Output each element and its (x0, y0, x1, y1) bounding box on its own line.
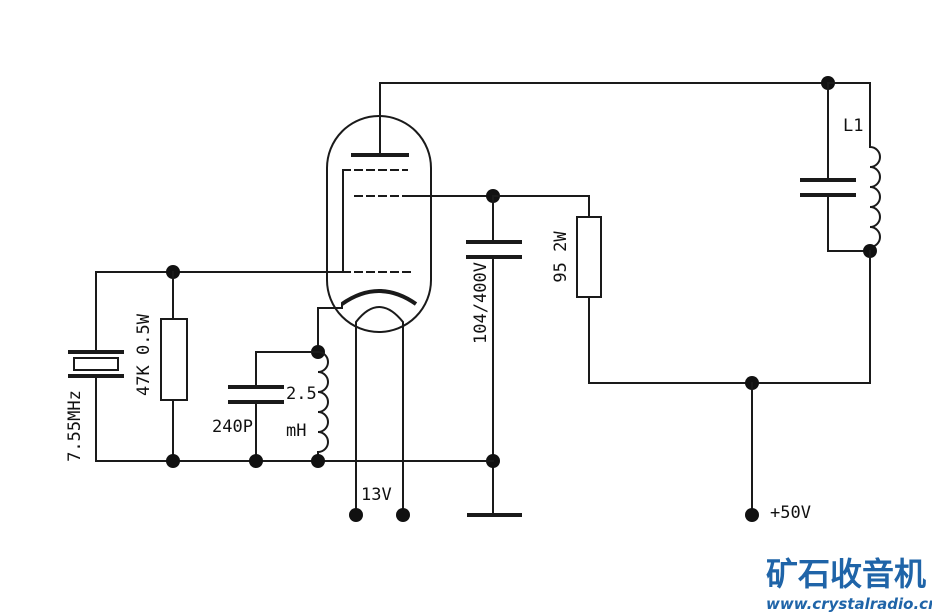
junction-cap-ground (249, 454, 263, 468)
crystal-body (73, 357, 119, 371)
watermark-url: www.crystalradio.cn (766, 595, 932, 613)
label-bypass-cap: 104/400V (471, 262, 491, 344)
label-heater: 13V (361, 485, 392, 505)
tube-cathode (340, 289, 418, 306)
cathode-cap-wire-top (255, 351, 319, 388)
label-choke-unit: mH (286, 421, 306, 441)
label-grid-resistor: 47K 0.5W (134, 313, 154, 396)
plate-wire (379, 82, 829, 156)
screen-resistor-wire-top (492, 195, 590, 218)
junction-choke-ground (311, 454, 325, 468)
label-choke-value: 2.5 (286, 384, 317, 404)
watermark-logo: 矿石收音机 (766, 555, 926, 593)
label-coil: L1 (843, 116, 863, 136)
label-crystal: 7.55MHz (65, 390, 85, 462)
label-screen-resistor: 95 2W (551, 231, 571, 283)
coil-wire-top (827, 82, 871, 148)
cathode-choke (316, 350, 329, 454)
heater-terminal-left (349, 508, 363, 522)
grid-resistor (160, 318, 188, 401)
screen-resistor (576, 216, 602, 298)
label-supply: +50V (770, 503, 811, 523)
supply-terminal (745, 508, 759, 522)
tube-envelope (326, 115, 432, 333)
cathode-wire (317, 303, 343, 353)
tube-heater (355, 306, 404, 337)
screen-resistor-wire-bottom (588, 296, 753, 384)
tank-cap-wire-bottom (827, 194, 871, 252)
heater-terminal-right (396, 508, 410, 522)
coil-L1 (868, 145, 881, 249)
coil-to-supply-wire (751, 250, 871, 384)
junction-ground-left (166, 454, 180, 468)
ground-bus (95, 377, 494, 462)
label-cathode-cap: 240P (212, 417, 253, 437)
